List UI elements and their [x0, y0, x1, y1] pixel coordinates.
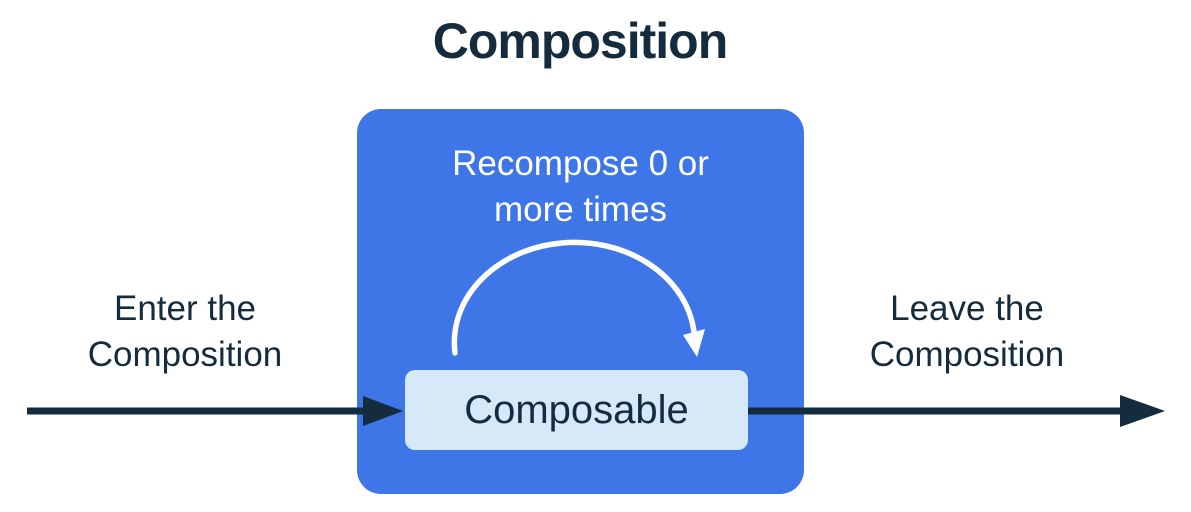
leave-arrow-icon: [748, 395, 1165, 427]
diagram-title: Composition: [432, 13, 729, 69]
note-line: Recompose 0 or: [452, 144, 709, 183]
leave-composition-label: Leave the Composition: [827, 286, 1107, 378]
enter-arrow-icon: [27, 396, 403, 426]
label-line: Composition: [87, 335, 283, 374]
label-line: Composition: [869, 335, 1065, 374]
label-line: Leave the: [890, 289, 1044, 328]
composable-label: Composable: [464, 387, 689, 432]
label-line: Enter the: [113, 289, 257, 328]
enter-composition-label: Enter the Composition: [45, 286, 325, 378]
composable-box: Composable: [405, 370, 748, 450]
recompose-note: Recompose 0 or more times: [357, 141, 804, 233]
note-line: more times: [493, 190, 668, 229]
